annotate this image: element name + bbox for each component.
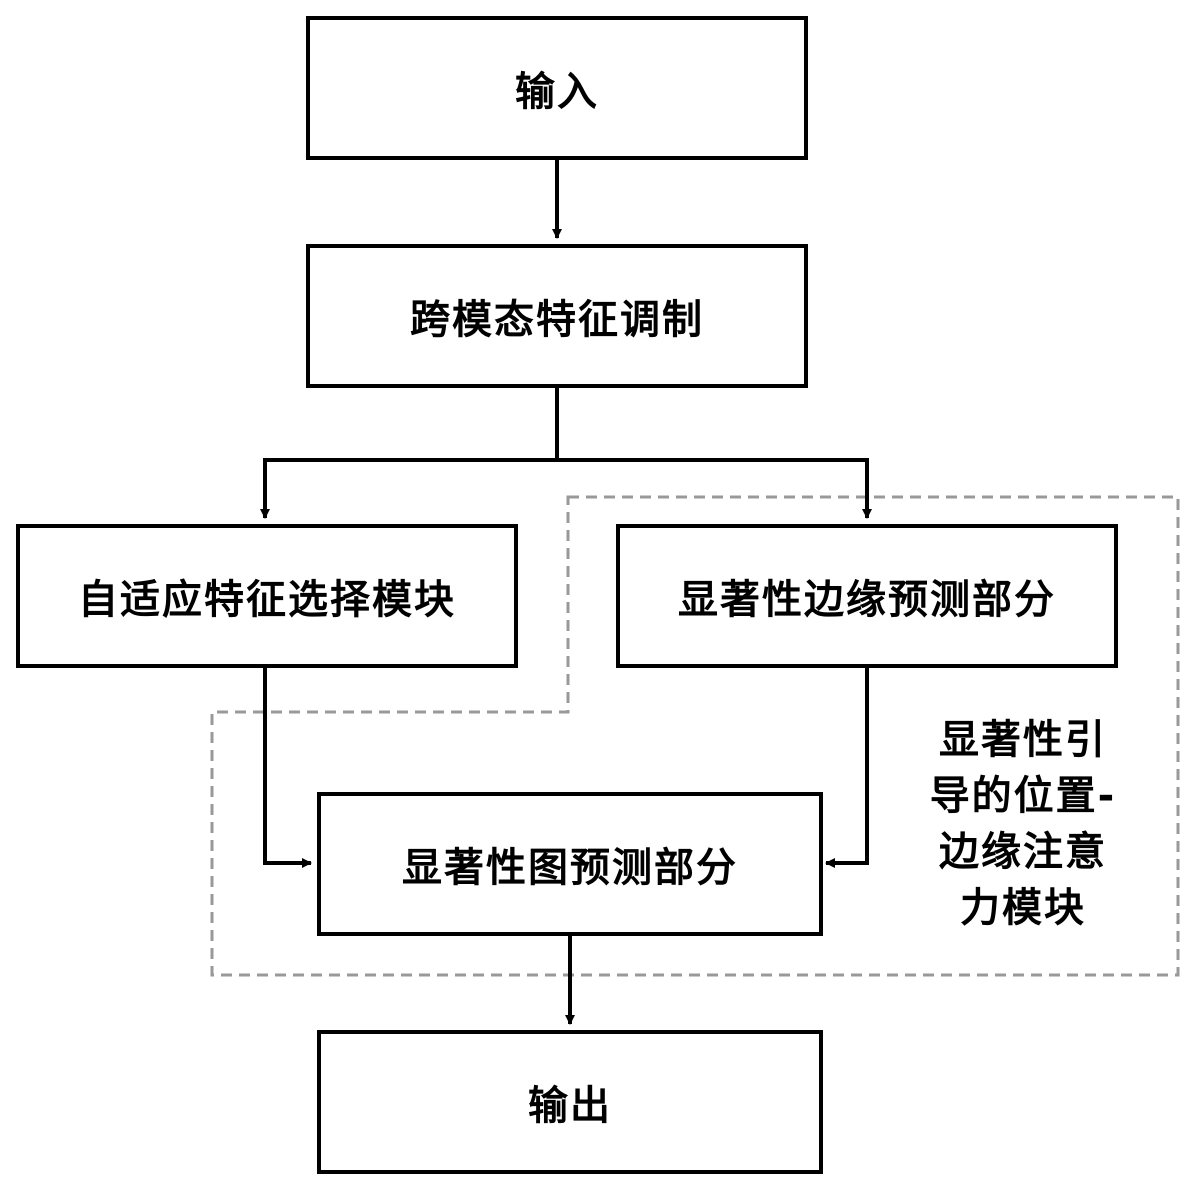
output-node-label: 输出 [528, 1083, 612, 1129]
attention-module-label-line: 边缘注意 [939, 829, 1107, 875]
saliency-edge-prediction-label: 显著性边缘预测部分 [678, 577, 1056, 623]
arrow-adaptive-selection-to-map-prediction [263, 668, 312, 868]
input-node-label: 输入 [515, 69, 599, 115]
saliency-map-prediction-label: 显著性图预测部分 [402, 845, 738, 891]
attention-module-label-line: 导的位置- [929, 773, 1117, 819]
arrow-edge-prediction-to-map-prediction [825, 668, 869, 868]
attention-module-label: 显著性引 导的位置- 边缘注意 力模块 [908, 712, 1138, 936]
saliency-map-prediction-node: 显著性图预测部分 [317, 792, 823, 936]
attention-module-dashed-outline [210, 495, 1180, 977]
input-node: 输入 [306, 16, 808, 160]
attention-module-label-line: 力模块 [960, 885, 1086, 931]
adaptive-feature-selection-node: 自适应特征选择模块 [16, 524, 518, 668]
adaptive-feature-selection-label: 自适应特征选择模块 [78, 577, 456, 623]
attention-module-label-line: 显著性引 [939, 717, 1107, 763]
output-node: 输出 [317, 1030, 823, 1174]
cross-modal-feature-modulation-label: 跨模态特征调制 [410, 297, 704, 343]
saliency-edge-prediction-node: 显著性边缘预测部分 [616, 524, 1118, 668]
cross-modal-feature-modulation-node: 跨模态特征调制 [306, 244, 808, 388]
